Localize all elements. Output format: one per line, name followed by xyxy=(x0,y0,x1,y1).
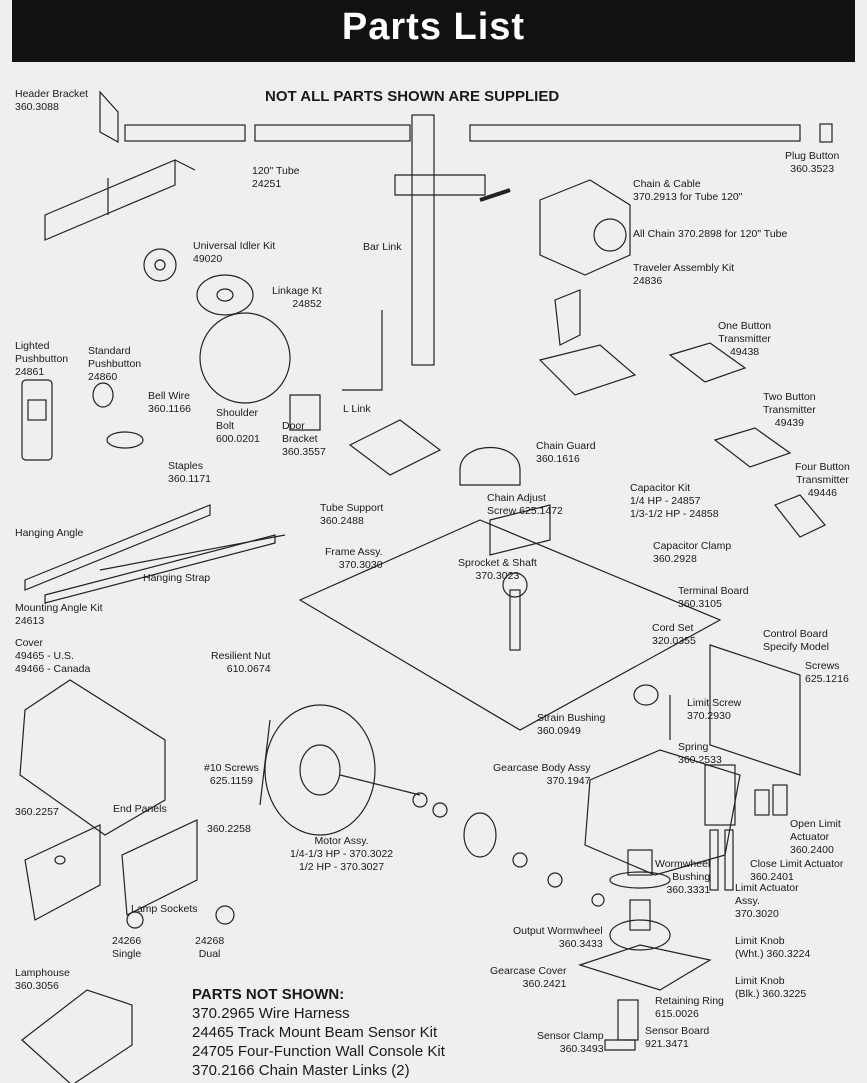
part-label-end-panel-left: 360.2257 xyxy=(15,806,59,818)
part-label-screws: Screws 625.1216 xyxy=(805,660,849,685)
part-label-capacitor-clamp: Capacitor Clamp 360.2928 xyxy=(653,540,732,565)
part-label-terminal-board: Terminal Board 360.3105 xyxy=(678,585,749,610)
part-label-cord-set: Cord Set 320.0355 xyxy=(652,622,696,647)
carriage-drawing xyxy=(394,114,637,396)
part-label-capacitor-kit: Capacitor Kit 1/4 HP - 24857 1/3-1/2 HP … xyxy=(630,482,719,520)
part-label-chain-cable: Chain & Cable 370.2913 for Tube 120" xyxy=(633,178,743,203)
part-label-one-button-transmitter: One Button Transmitter 49438 xyxy=(718,320,772,358)
part-label-limit-screw: Limit Screw 370.2930 xyxy=(687,697,742,722)
part-label-no10-screws: #10 Screws 625.1159 xyxy=(204,762,259,787)
frame-drawing xyxy=(298,419,801,776)
part-label-spring: Spring 360.2533 xyxy=(678,741,722,766)
part-label-all-chain: All Chain 370.2898 for 120" Tube xyxy=(633,228,788,240)
motor-drawing xyxy=(259,704,605,907)
part-label-mounting-angle-kit: Mounting Angle Kit 24613 xyxy=(15,602,103,627)
part-label-bar-link: Bar Link xyxy=(363,241,402,253)
part-label-control-board: Control Board Specify Model xyxy=(763,628,829,653)
part-label-open-limit-actuator: Open Limit Actuator 360.2400 xyxy=(790,818,841,856)
part-label-two-button-transmitter: Two Button Transmitter 49439 xyxy=(763,391,816,429)
page-title: Parts List xyxy=(341,6,526,48)
part-label-header-bracket: Header Bracket 360.3088 xyxy=(15,88,88,113)
gearcase-drawing xyxy=(578,684,788,1051)
parts-not-shown-item: 370.2166 Chain Master Links (2) xyxy=(192,1062,410,1079)
part-label-hanging-angle: Hanging Angle xyxy=(15,527,84,539)
part-label-limit-knob-black: Limit Knob (Blk.) 360.3225 xyxy=(735,975,807,1000)
parts-not-shown-item: 24705 Four-Function Wall Console Kit xyxy=(192,1043,445,1060)
part-label-sensor-board: Sensor Board 921.3471 xyxy=(645,1025,710,1050)
title-bar: Parts List xyxy=(12,0,855,62)
notice-heading: NOT ALL PARTS SHOWN ARE SUPPLIED xyxy=(265,88,560,105)
part-label-lamp-sockets: Lamp Sockets xyxy=(131,903,198,915)
part-label-output-wormwheel: Output Wormwheel 360.3433 xyxy=(513,925,603,950)
part-label-universal-idler: Universal Idler Kit 49020 xyxy=(193,240,276,265)
part-label-gearcase-cover: Gearcase Cover 360.2421 xyxy=(490,965,567,990)
part-label-standard-pushbutton: Standard Pushbutton 24860 xyxy=(88,345,142,383)
part-label-frame-assy: Frame Assy. 370.3030 xyxy=(325,546,383,571)
parts-not-shown-item: 370.2965 Wire Harness xyxy=(192,1005,350,1022)
part-label-retaining-ring: Retaining Ring 615.0026 xyxy=(655,995,724,1020)
part-label-tube-support: Tube Support 360.2488 xyxy=(320,502,384,527)
part-label-hanging-strap: Hanging Strap xyxy=(143,572,211,584)
part-label-sprocket-shaft: Sprocket & Shaft 370.3023 xyxy=(458,557,537,582)
part-label-end-panels: End Panels xyxy=(113,803,167,815)
part-label-traveler-assembly: Traveler Assembly Kit 24836 xyxy=(633,262,735,287)
part-label-l-link: L Link xyxy=(343,403,371,415)
part-label-strain-bushing: Strain Bushing 360.0949 xyxy=(537,712,606,737)
mounting-angle-drawing xyxy=(24,504,286,604)
part-label-lamp-socket-dual: 24268 Dual xyxy=(195,935,225,960)
rail-tube-drawing xyxy=(44,90,833,241)
part-label-tube: 120" Tube 24251 xyxy=(252,165,300,190)
transmitters-drawing xyxy=(668,342,826,538)
parts-not-shown-item: 24465 Track Mount Beam Sensor Kit xyxy=(192,1024,438,1041)
part-label-cover: Cover 49465 - U.S. 49466 - Canada xyxy=(15,637,91,675)
part-label-chain-adjust-screw: Chain Adjust Screw 625.1472 xyxy=(487,492,563,517)
part-label-shoulder-bolt: Shoulder Bolt 600.0201 xyxy=(216,407,260,445)
part-label-sensor-clamp: Sensor Clamp 360.3493 xyxy=(537,1030,604,1055)
part-label-motor-assy: Motor Assy. 1/4-1/3 HP - 370.3022 1/2 HP… xyxy=(290,835,394,873)
part-label-staples: Staples 360.1171 xyxy=(168,460,212,485)
end-panels-drawing xyxy=(21,819,235,1083)
part-label-lamp-socket-single: 24266 Single xyxy=(112,935,142,960)
part-label-lighted-pushbutton: Lighted Pushbutton 24861 xyxy=(15,340,69,378)
part-label-gearcase-body: Gearcase Body Assy 370.1947 xyxy=(493,762,591,787)
part-label-plug-button: Plug Button 360.3523 xyxy=(785,150,840,175)
part-label-linkage-kit: Linkage Kt 24852 xyxy=(272,285,322,310)
part-label-lamphouse: Lamphouse 360.3056 xyxy=(15,967,70,992)
part-label-limit-knob-white: Limit Knob (Wht.) 360.3224 xyxy=(735,935,811,960)
idler-drawing xyxy=(143,248,383,431)
part-label-end-panel-right: 360.2258 xyxy=(207,823,251,835)
parts-not-shown: PARTS NOT SHOWN: 370.2965 Wire Harness 2… xyxy=(192,985,445,1080)
pushbutton-drawing xyxy=(21,379,144,461)
part-label-bell-wire: Bell Wire 360.1166 xyxy=(148,390,192,415)
parts-not-shown-title: PARTS NOT SHOWN: xyxy=(192,986,345,1003)
part-label-close-limit-actuator: Close Limit Actuator 360.2401 xyxy=(750,858,844,883)
part-label-door-bracket: Door Bracket 360.3557 xyxy=(282,420,326,458)
part-label-resilient-nut: Resilient Nut 610.0674 xyxy=(211,650,271,675)
cover-drawing xyxy=(19,679,166,836)
part-label-wormwheel-bushing: Wormwheel Bushing 360.3331 xyxy=(655,858,711,896)
part-label-four-button-transmitter: Four Button Transmitter 49446 xyxy=(795,461,850,499)
part-label-limit-actuator-assy: Limit Actuator Assy. 370.3020 xyxy=(735,882,799,920)
part-label-chain-guard: Chain Guard 360.1616 xyxy=(536,440,596,465)
